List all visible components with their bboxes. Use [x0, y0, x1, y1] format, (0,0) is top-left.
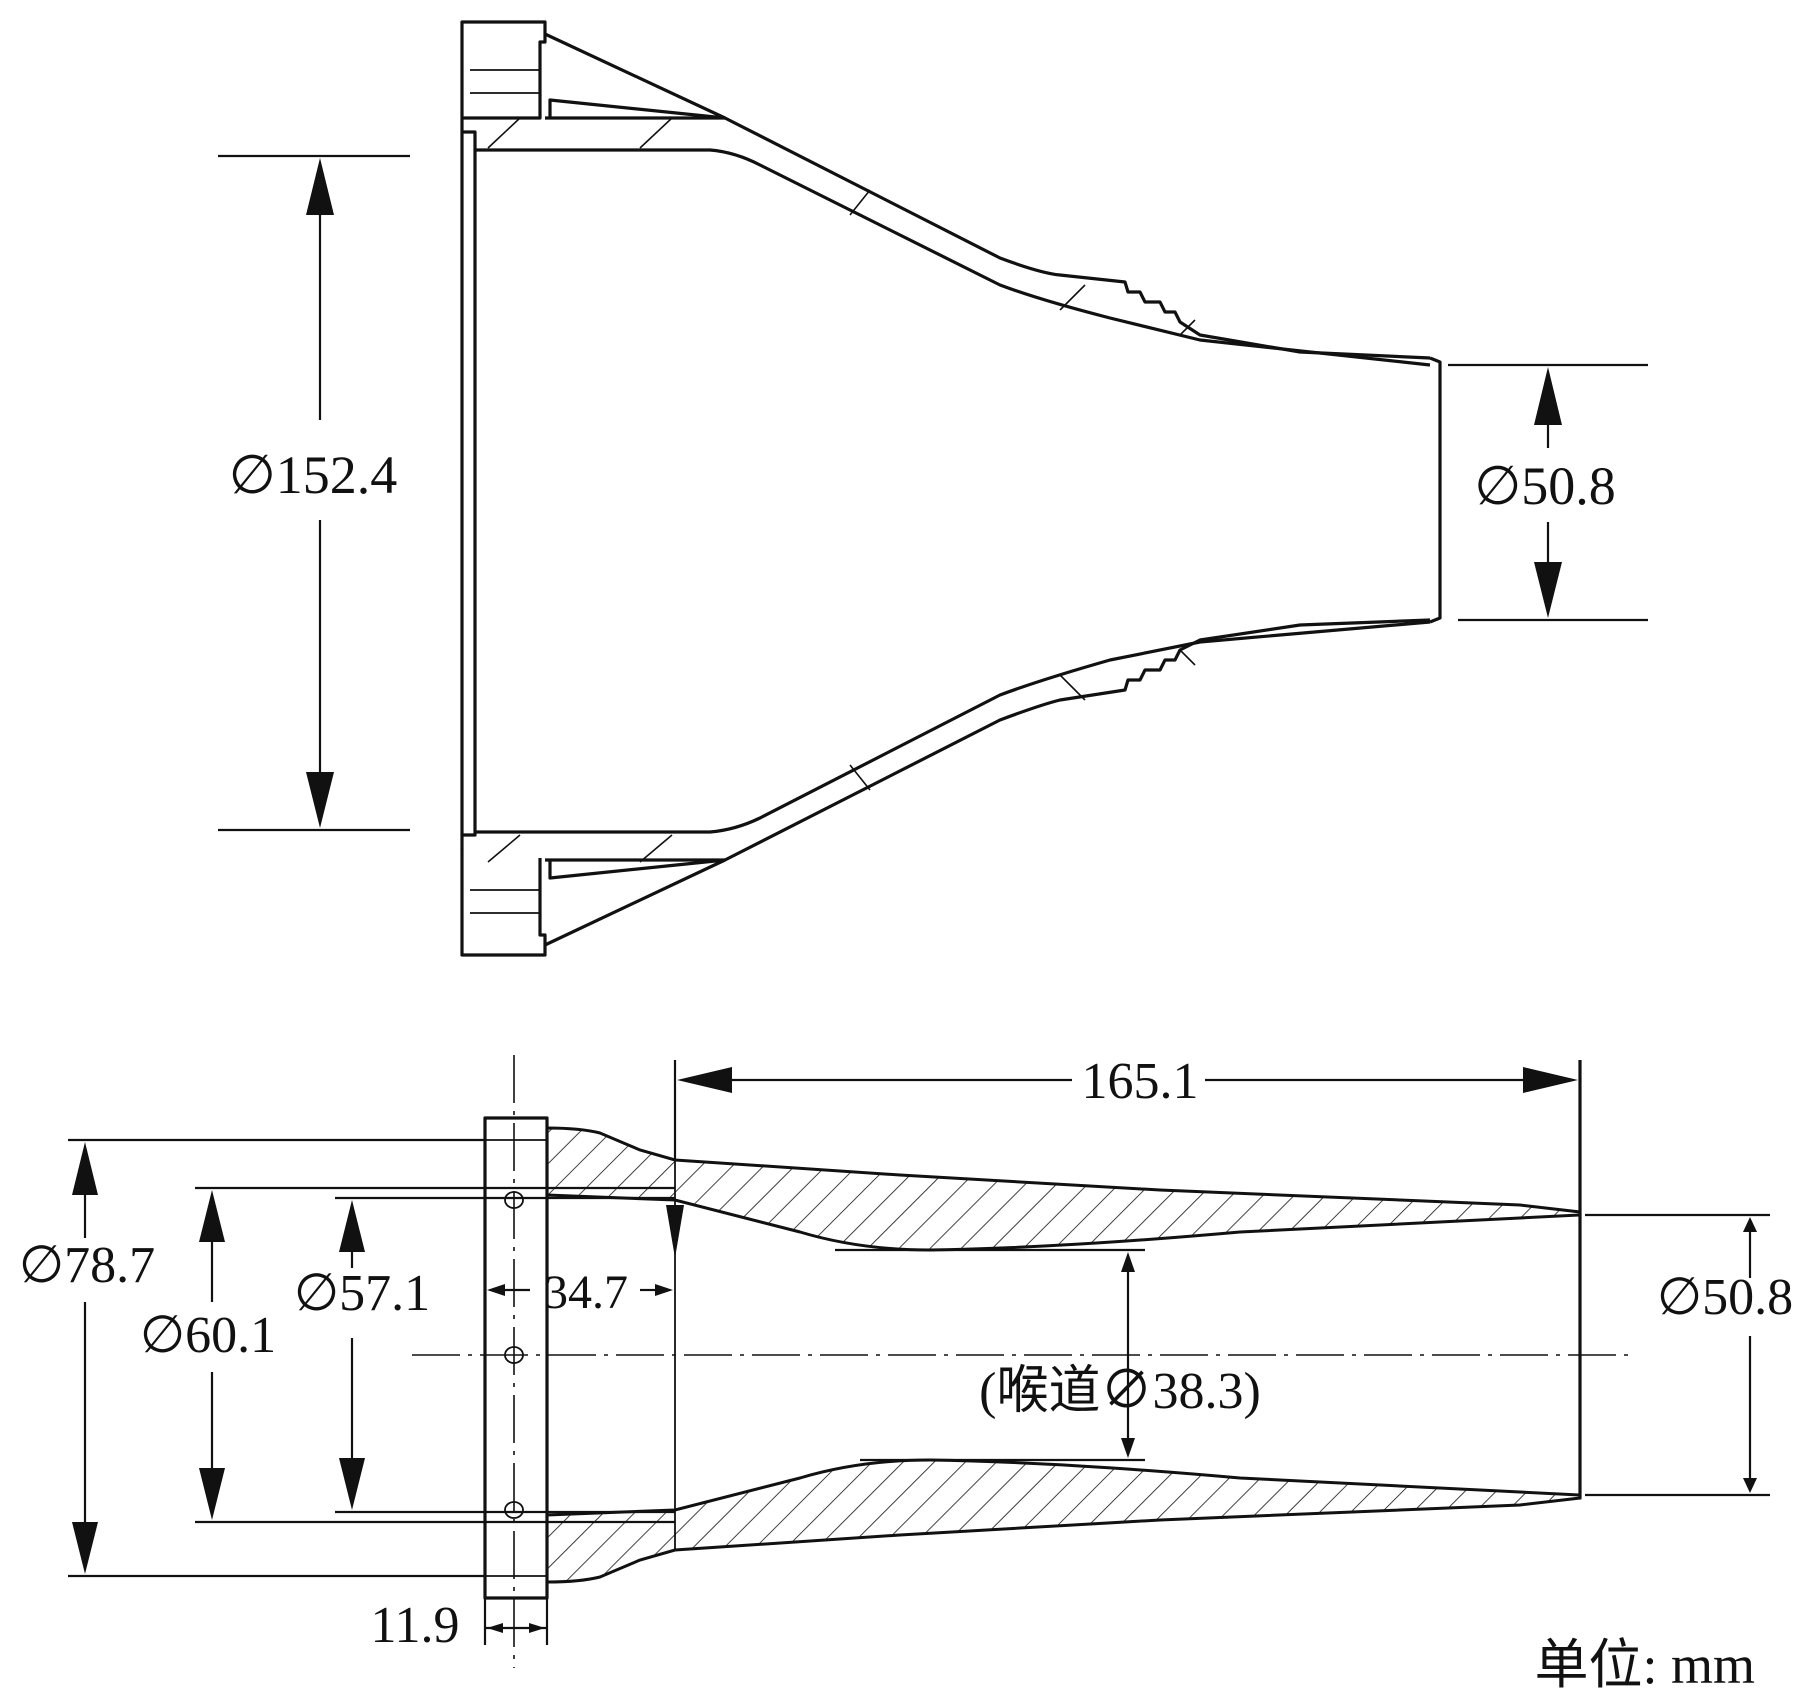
dim-overall-length: 165.1 [673, 1053, 1578, 1160]
top-lower-wall-inner [475, 620, 1431, 834]
dim-throat: (喉道∅38.3) [835, 1248, 1261, 1462]
dim-diameter-60: ∅60.1 [140, 1186, 675, 1524]
dim-inlet-diameter-label: ∅152.4 [229, 445, 398, 505]
section-upper-wall [545, 1126, 1582, 1252]
units-label: 单位: mm [1534, 1635, 1755, 1695]
dim-diameter-57: ∅57.1 [294, 1196, 675, 1514]
dim-outlet-diameter-section: ∅50.8 [1585, 1213, 1793, 1497]
section-flange [483, 1116, 549, 1600]
dim-inlet-diameter: ∅152.4 [218, 154, 410, 832]
top-upper-wall-outer [544, 32, 1431, 360]
dim-flange-thickness-label: 11.9 [370, 1597, 459, 1654]
top-lower-wall-outer [544, 618, 1431, 947]
dim-throat-label: (喉道∅38.3) [979, 1363, 1261, 1420]
dim-outlet-diameter-top: ∅50.8 [1448, 363, 1648, 622]
section-view: 165.1 ∅78.7 ∅60.1 [19, 1053, 1793, 1695]
dim-flange-offset: 34.7 [487, 1205, 684, 1319]
dim-diameter-60-label: ∅60.1 [140, 1307, 276, 1364]
dim-overall-length-label: 165.1 [1082, 1053, 1199, 1110]
dim-flange-offset-label: 34.7 [544, 1266, 628, 1319]
dim-flange-thickness: 11.9 [370, 1597, 549, 1654]
top-hatch [487, 117, 1196, 863]
dim-outlet-diameter-section-label: ∅50.8 [1657, 1269, 1793, 1326]
top-view: ∅152.4 ∅50.8 [218, 20, 1648, 957]
dim-diameter-57-label: ∅57.1 [294, 1265, 430, 1322]
dim-flange-outer-diameter-label: ∅78.7 [19, 1237, 155, 1294]
dim-outlet-diameter-top-label: ∅50.8 [1474, 456, 1616, 516]
top-flange-lower [460, 848, 547, 957]
top-outlet-end [1429, 356, 1442, 624]
top-upper-wall-inner [475, 148, 1431, 367]
dim-flange-outer-diameter: ∅78.7 [19, 1138, 485, 1578]
section-lower-wall [545, 1458, 1582, 1584]
top-flange [460, 20, 547, 850]
